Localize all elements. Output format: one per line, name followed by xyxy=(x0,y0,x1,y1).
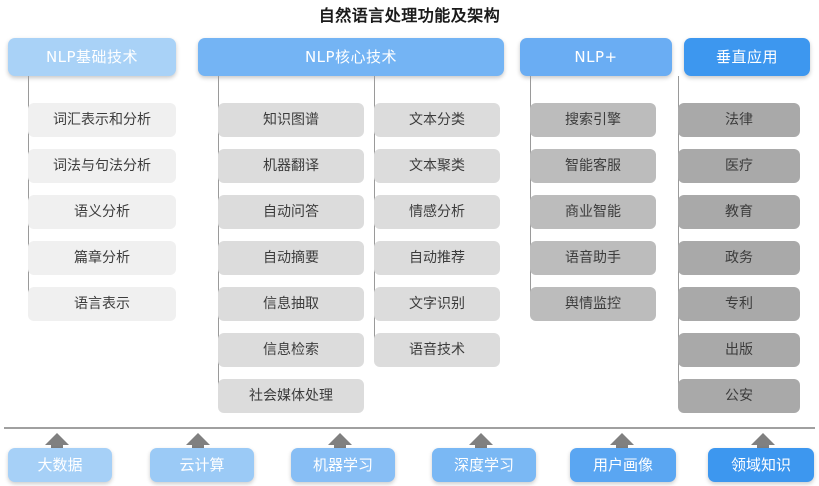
tree-trunk-nlp-core-left xyxy=(218,76,219,397)
foundation-box-bigdata[interactable]: 大数据 xyxy=(8,448,112,482)
node-box[interactable]: 机器翻译 xyxy=(218,149,364,183)
node-box[interactable]: 公安 xyxy=(678,379,800,413)
node-box[interactable]: 信息抽取 xyxy=(218,287,364,321)
node-box[interactable]: 语言表示 xyxy=(28,287,176,321)
foundation-box-domain[interactable]: 领域知识 xyxy=(708,448,814,482)
node-box[interactable]: 篇章分析 xyxy=(28,241,176,275)
node-box[interactable]: 商业智能 xyxy=(530,195,656,229)
column-header-nlp-core[interactable]: NLP核心技术 xyxy=(198,38,504,76)
node-box[interactable]: 出版 xyxy=(678,333,800,367)
tree-trunk-vertical-apps xyxy=(678,76,679,397)
column-header-nlp-basic[interactable]: NLP基础技术 xyxy=(8,38,176,76)
section-divider xyxy=(4,427,815,429)
page-title: 自然语言处理功能及架构 xyxy=(318,6,501,25)
node-box[interactable]: 政务 xyxy=(678,241,800,275)
node-box[interactable]: 信息检索 xyxy=(218,333,364,367)
foundation-box-userprofile[interactable]: 用户画像 xyxy=(570,448,676,482)
node-box[interactable]: 搜索引擎 xyxy=(530,103,656,137)
node-box[interactable]: 语音助手 xyxy=(530,241,656,275)
node-box[interactable]: 知识图谱 xyxy=(218,103,364,137)
node-box[interactable]: 文字识别 xyxy=(374,287,500,321)
node-box[interactable]: 自动推荐 xyxy=(374,241,500,275)
node-box[interactable]: 社会媒体处理 xyxy=(218,379,364,413)
tree-trunk-nlp-basic xyxy=(28,76,29,305)
node-box[interactable]: 词法与句法分析 xyxy=(28,149,176,183)
node-box[interactable]: 自动问答 xyxy=(218,195,364,229)
tree-trunk-nlp-plus xyxy=(530,76,531,305)
node-box[interactable]: 语音技术 xyxy=(374,333,500,367)
node-box[interactable]: 专利 xyxy=(678,287,800,321)
node-box[interactable]: 医疗 xyxy=(678,149,800,183)
node-box[interactable]: 法律 xyxy=(678,103,800,137)
column-header-nlp-plus[interactable]: NLP+ xyxy=(520,38,672,76)
node-box[interactable]: 教育 xyxy=(678,195,800,229)
foundation-box-ml[interactable]: 机器学习 xyxy=(291,448,395,482)
node-box[interactable]: 文本分类 xyxy=(374,103,500,137)
node-box[interactable]: 智能客服 xyxy=(530,149,656,183)
node-box[interactable]: 语义分析 xyxy=(28,195,176,229)
foundation-box-cloud[interactable]: 云计算 xyxy=(150,448,254,482)
node-box[interactable]: 词汇表示和分析 xyxy=(28,103,176,137)
foundation-box-dl[interactable]: 深度学习 xyxy=(432,448,536,482)
column-header-vertical-apps[interactable]: 垂直应用 xyxy=(684,38,810,76)
node-box[interactable]: 情感分析 xyxy=(374,195,500,229)
node-box[interactable]: 文本聚类 xyxy=(374,149,500,183)
node-box[interactable]: 自动摘要 xyxy=(218,241,364,275)
node-box[interactable]: 舆情监控 xyxy=(530,287,656,321)
